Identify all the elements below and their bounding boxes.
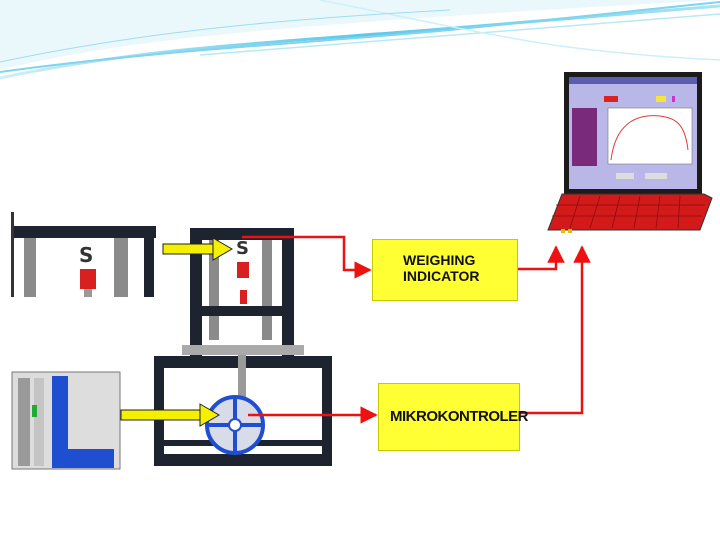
header-wave xyxy=(0,0,720,80)
svg-text:S: S xyxy=(79,243,93,267)
weighing-indicator-box: WEIGHING INDICATOR xyxy=(372,239,518,301)
wire-mikrokontroler-to-laptop xyxy=(520,245,591,415)
wire-loadcell-to-indicator xyxy=(242,235,372,279)
motor-wheel-icon xyxy=(205,395,265,455)
input-arrow-top xyxy=(162,237,233,261)
load-cell-closeup: S xyxy=(11,212,159,297)
wire-indicator-to-laptop xyxy=(518,245,565,271)
svg-text:S: S xyxy=(236,238,249,259)
laptop-icon xyxy=(547,72,713,233)
sensor-closeup xyxy=(11,371,121,470)
input-arrow-bottom xyxy=(120,403,220,427)
weighing-indicator-line2: INDICATOR xyxy=(403,268,480,284)
weighing-indicator-label: WEIGHING INDICATOR xyxy=(403,252,513,284)
weighing-indicator-line1: WEIGHING xyxy=(403,252,476,268)
mikrokontroler-box: MIKROKONTROLER xyxy=(378,383,529,451)
mikrokontroler-label: MIKROKONTROLER xyxy=(390,408,529,425)
